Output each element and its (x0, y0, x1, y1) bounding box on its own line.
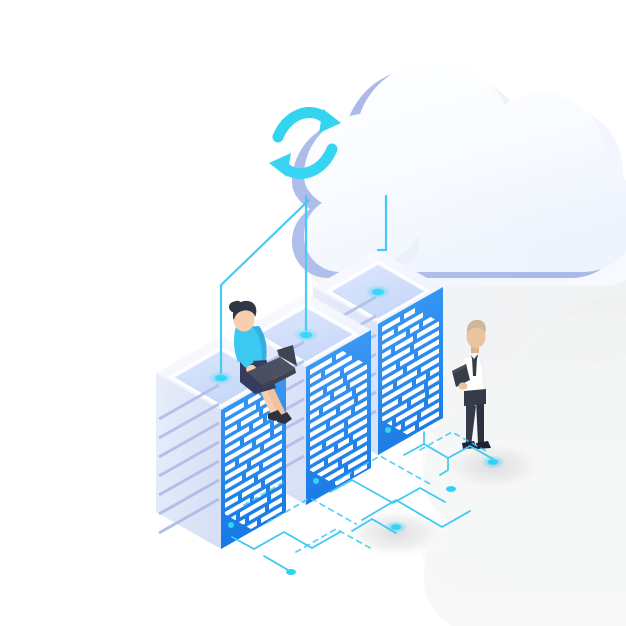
isometric-illustration (0, 0, 626, 626)
illustration-canvas: Cloud Data Synchronization Isometric ill… (0, 0, 626, 626)
edge-haze (0, 0, 626, 626)
